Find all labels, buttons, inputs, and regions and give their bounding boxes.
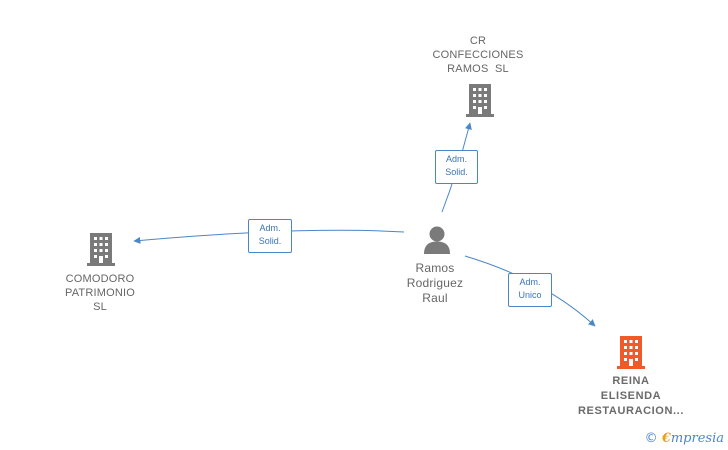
label-line: PATRIMONIO (64, 287, 136, 299)
edge-label-line: Adm. (519, 277, 541, 287)
node-label-comodoro[interactable]: COMODORO PATRIMONIO SL (40, 272, 160, 314)
node-label-ramos[interactable]: Ramos Rodriguez Raul (385, 261, 485, 306)
building-icon[interactable] (617, 336, 645, 369)
label-line: RAMOS SL (447, 63, 509, 75)
edge-label-to-reina[interactable]: Adm. Unico (508, 273, 552, 307)
label-line: Rodriguez (406, 276, 464, 290)
edge-label-to-comodoro[interactable]: Adm. Solid. (248, 219, 292, 253)
building-icon[interactable] (466, 84, 494, 117)
brand-name: mpresia (670, 431, 724, 446)
edge-label-line: Unico (518, 290, 542, 300)
edge-label-line: Solid. (445, 167, 468, 177)
label-line: REINA (612, 375, 650, 387)
edge-label-line: Adm. (445, 154, 467, 164)
edge-label-line: Solid. (258, 236, 282, 246)
edge-label-to-cr[interactable]: Adm. Solid. (435, 150, 478, 184)
edge-label-line: Adm. (259, 223, 281, 233)
node-label-cr-confecciones[interactable]: CR CONFECCIONES RAMOS SL (418, 34, 538, 76)
empresia-watermark: © €mpresia (645, 431, 724, 446)
label-line: ELISENDA (600, 390, 662, 402)
label-line: Ramos (415, 261, 455, 275)
building-icon[interactable] (87, 233, 115, 266)
brand-initial: € (661, 431, 671, 446)
copyright-symbol: © (644, 431, 658, 446)
node-label-reina[interactable]: REINA ELISENDA RESTAURACION... (561, 374, 701, 419)
label-line: Raul (422, 291, 448, 305)
label-line: RESTAURACION... (578, 405, 684, 417)
label-line: COMODORO (65, 273, 135, 285)
person-icon[interactable] (424, 226, 450, 255)
label-line: CR (469, 35, 487, 47)
label-line: SL (93, 301, 107, 313)
label-line: CONFECCIONES (432, 49, 524, 61)
